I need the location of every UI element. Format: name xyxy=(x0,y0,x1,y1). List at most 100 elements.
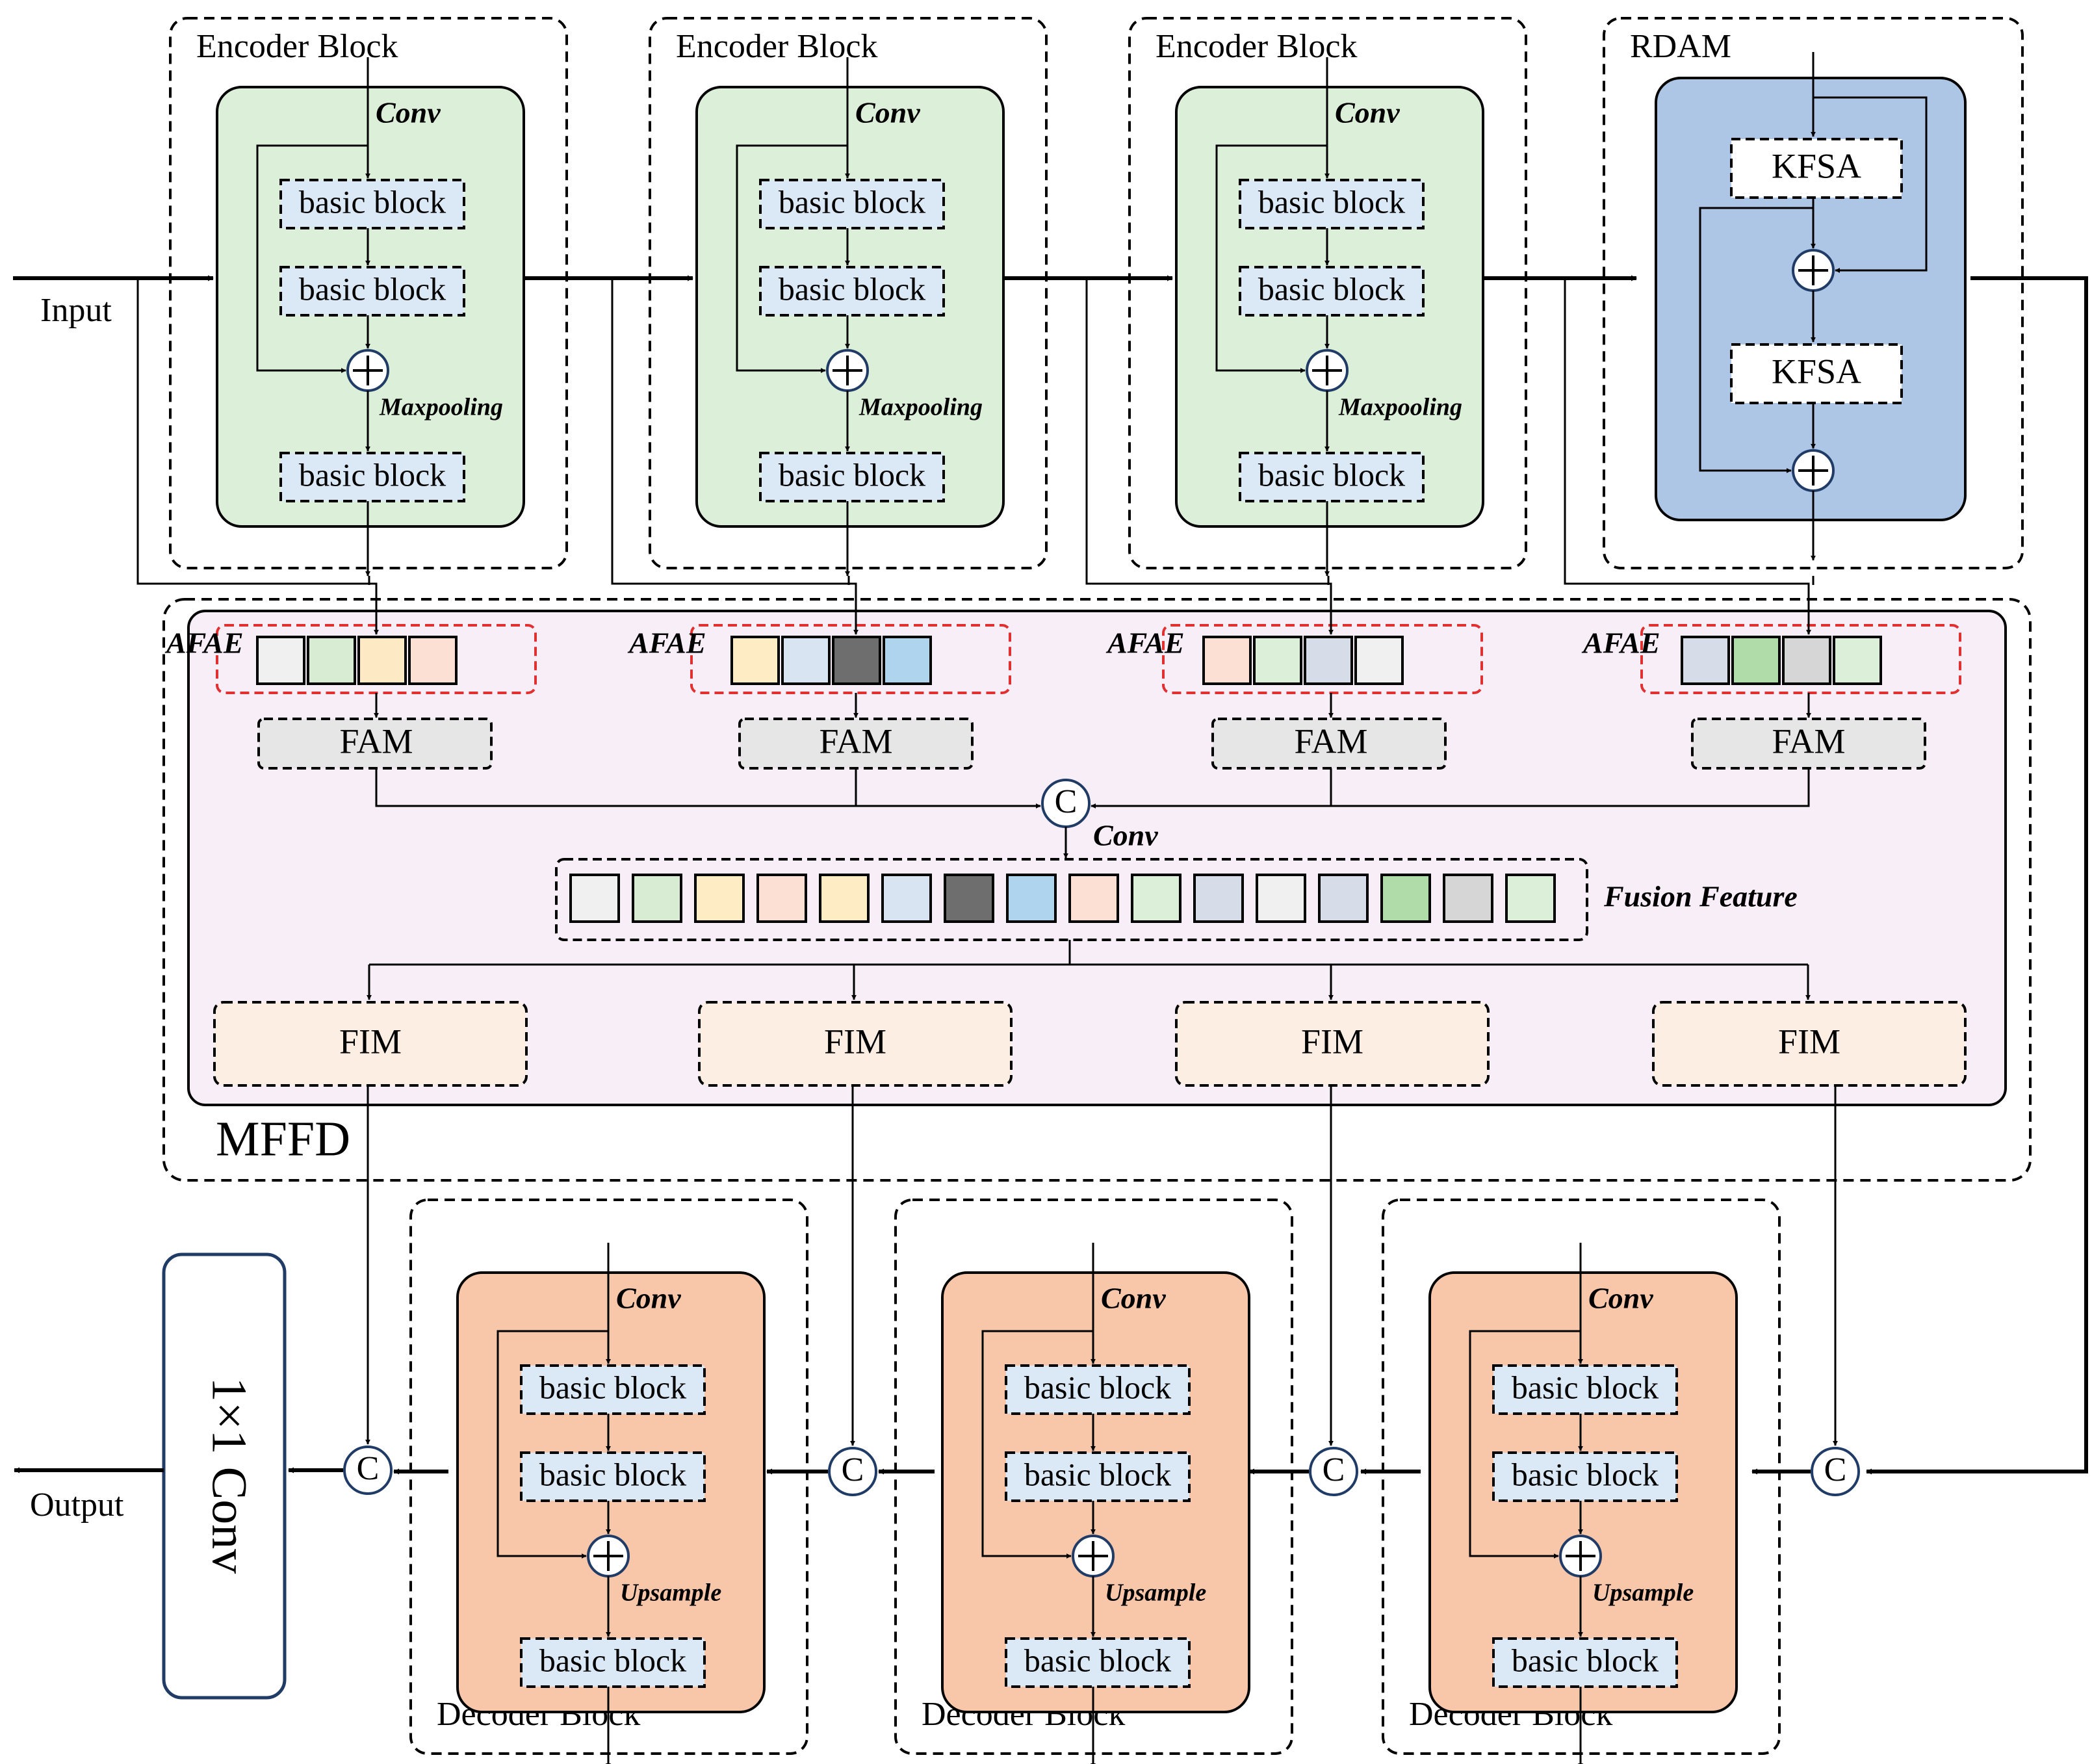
fusion-square-14 xyxy=(1380,874,1431,923)
fim-3: FIM xyxy=(1175,1001,1490,1087)
fusion-square-11 xyxy=(1193,874,1244,923)
feature-square-3 xyxy=(1782,636,1831,685)
basic-block-box xyxy=(1492,1364,1678,1415)
fam-label: FAM xyxy=(339,721,413,760)
fam-label: FAM xyxy=(1294,721,1367,760)
mffd-title: MFFD xyxy=(216,1111,350,1166)
basic-block-1: basic block xyxy=(1005,1364,1191,1415)
basic-block-label: basic block xyxy=(299,183,446,220)
basic-block-label: basic block xyxy=(1258,456,1405,493)
fusion-feature-label: Fusion Feature xyxy=(1603,880,1798,913)
basic-block-3: basic block xyxy=(759,452,945,502)
afae-group-4: AFAE FAM xyxy=(1581,624,1961,770)
encoder-block-title: Encoder Block xyxy=(1156,28,1357,65)
fusion-frame xyxy=(555,858,1588,941)
basic-block-1: basic block xyxy=(1239,179,1425,229)
decoder-concat-1: C xyxy=(343,1446,393,1495)
residual-add xyxy=(1559,1535,1602,1577)
feature-square-3 xyxy=(1304,636,1353,685)
fusion-square-4 xyxy=(756,874,807,923)
basic-block-2: basic block xyxy=(279,266,465,317)
basic-block-1: basic block xyxy=(279,179,465,229)
basic-block-2: basic block xyxy=(1492,1451,1678,1502)
basic-block-box xyxy=(1005,1637,1191,1688)
basic-block-1: basic block xyxy=(1492,1364,1678,1415)
basic-block-label: basic block xyxy=(299,270,446,307)
basic-block-box xyxy=(1239,179,1425,229)
residual-skip xyxy=(736,144,847,373)
fusion-square-8 xyxy=(1006,874,1057,923)
feature-square-1 xyxy=(730,636,780,685)
skip-tap-4 xyxy=(1564,278,1811,635)
basic-block-3: basic block xyxy=(1492,1637,1678,1688)
feature-square-2 xyxy=(781,636,831,685)
basic-block-2: basic block xyxy=(1005,1451,1191,1502)
concat-symbol: C xyxy=(1055,783,1078,820)
upsample-label: Upsample xyxy=(1592,1579,1694,1607)
basic-block-box xyxy=(759,452,945,502)
maxpooling-label: Maxpooling xyxy=(379,394,503,421)
fusion-square-7 xyxy=(944,874,994,923)
residual-skip xyxy=(256,144,368,373)
basic-block-box xyxy=(759,266,945,317)
basic-block-label: basic block xyxy=(779,270,925,307)
concat-symbol: C xyxy=(357,1450,380,1487)
basic-block-box xyxy=(1239,452,1425,502)
feature-square-1 xyxy=(1202,636,1252,685)
feature-square-3 xyxy=(357,636,407,685)
feature-square-1 xyxy=(256,636,305,685)
kfsa-2-label: KFSA xyxy=(1772,352,1861,391)
basic-block-label: basic block xyxy=(539,1369,686,1405)
upsample-label: Upsample xyxy=(620,1579,721,1607)
fam-label: FAM xyxy=(1772,721,1845,760)
basic-block-2: basic block xyxy=(520,1451,706,1502)
residual-skip xyxy=(1469,1330,1581,1559)
basic-block-label: basic block xyxy=(1512,1456,1659,1492)
afae-label: AFAE xyxy=(164,627,244,660)
basic-block-label: basic block xyxy=(1024,1456,1171,1492)
concat-symbol: C xyxy=(1824,1451,1847,1488)
fam-label: FAM xyxy=(819,721,892,760)
kfsa-1-box xyxy=(1730,138,1903,199)
fam1-to-concat xyxy=(375,768,1041,809)
feature-square-2 xyxy=(1253,636,1302,685)
concat-circle xyxy=(1309,1447,1358,1496)
residual-add xyxy=(1306,349,1349,392)
fusion-square-2 xyxy=(632,874,682,923)
fim-box xyxy=(1175,1001,1490,1087)
residual-add xyxy=(346,349,389,392)
fim-2: FIM xyxy=(698,1001,1013,1087)
afae-label: AFAE xyxy=(1581,627,1660,660)
afae-frame xyxy=(1162,624,1483,694)
basic-block-box xyxy=(1492,1451,1678,1502)
concat-symbol: C xyxy=(1323,1451,1345,1488)
fim-label: FIM xyxy=(339,1022,402,1061)
fusion-square-1 xyxy=(569,874,620,923)
concat-symbol: C xyxy=(842,1451,864,1488)
fim-box xyxy=(698,1001,1013,1087)
skip-tap-1 xyxy=(136,278,379,635)
residual-add xyxy=(1072,1535,1115,1577)
basic-block-box xyxy=(1005,1451,1191,1502)
fam-box xyxy=(257,718,493,770)
rdam-add-1 xyxy=(1792,249,1835,292)
conv-label: Conv xyxy=(1335,96,1400,129)
basic-block-label: basic block xyxy=(1512,1642,1659,1678)
encoder-block-frame xyxy=(1128,17,1527,569)
fusion-square-16 xyxy=(1505,874,1556,923)
residual-add xyxy=(587,1535,630,1577)
basic-block-label: basic block xyxy=(1258,270,1405,307)
residual-skip xyxy=(1215,144,1327,373)
residual-add xyxy=(826,349,869,392)
decoder-concat-4: C xyxy=(1811,1447,1860,1496)
afae-label: AFAE xyxy=(627,627,706,660)
fusion-square-12 xyxy=(1256,874,1306,923)
fim-label: FIM xyxy=(824,1022,886,1061)
